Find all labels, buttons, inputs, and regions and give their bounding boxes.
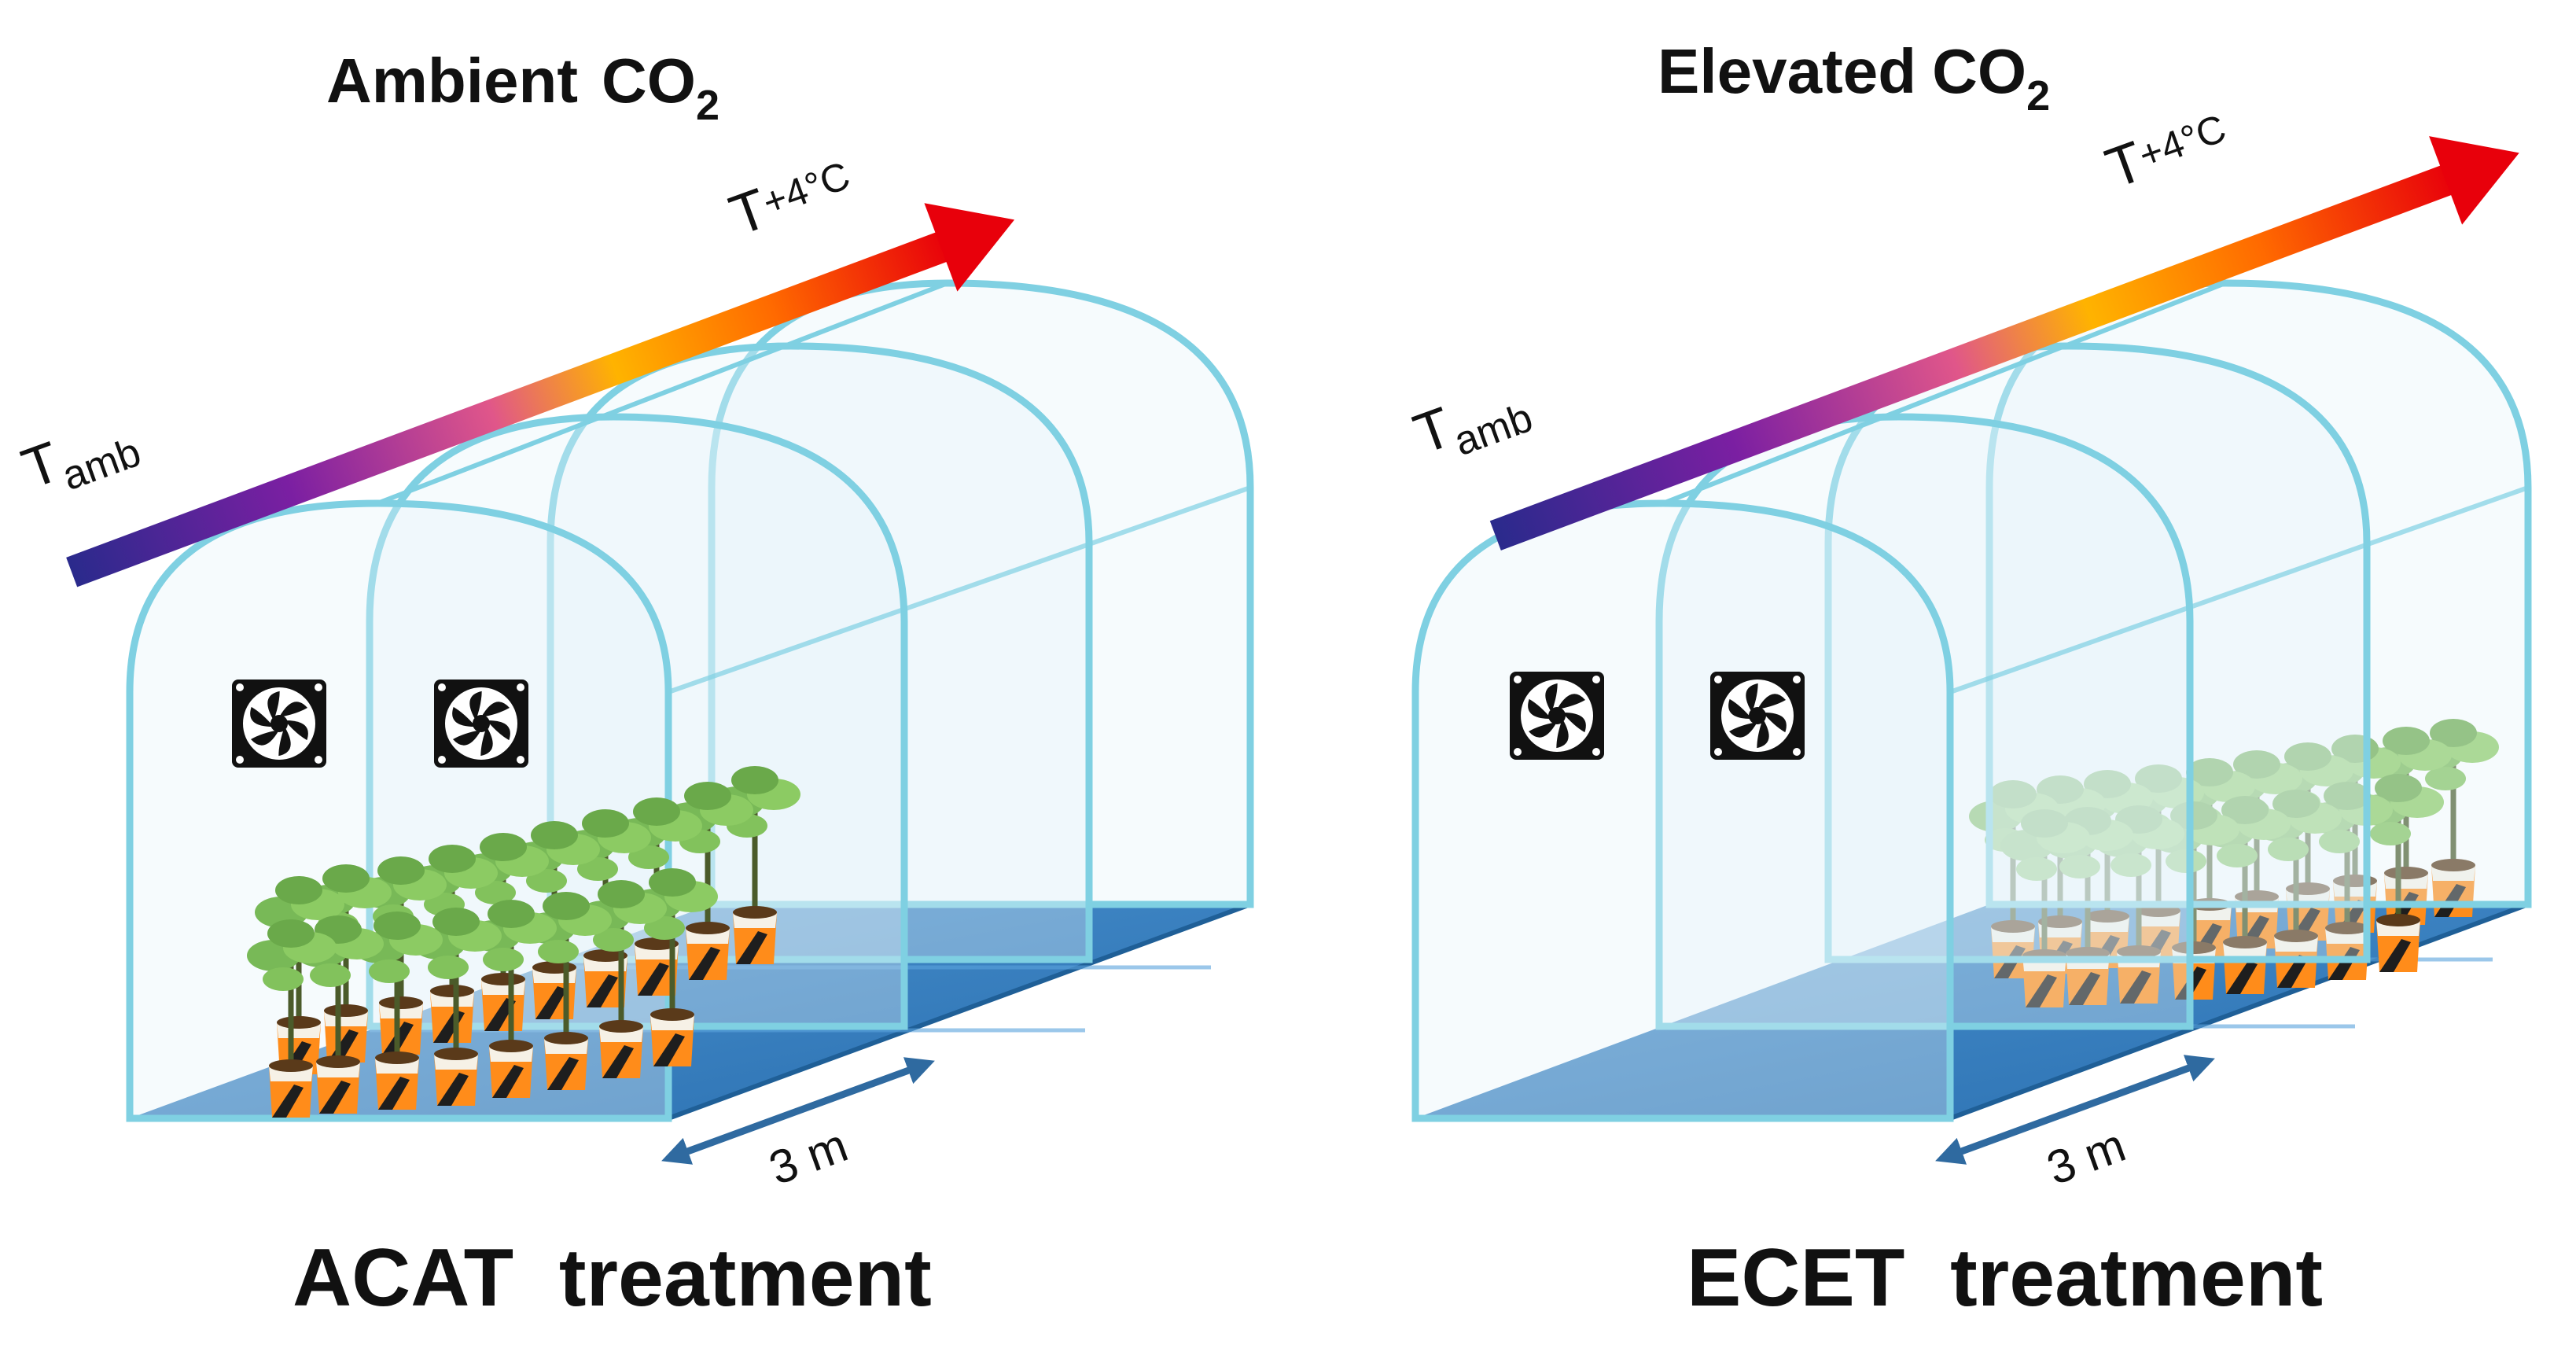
- temp-warm-label-ecet: T+4°C: [2098, 99, 2236, 201]
- fan-icon: [1510, 672, 1604, 760]
- tunnel-arches-ecet: [1411, 279, 2532, 1122]
- distance-label: 3 m: [2041, 1118, 2133, 1195]
- treatment-caption-acat: ACAT treatment: [293, 1232, 932, 1324]
- fan-icon: [434, 680, 528, 768]
- temp-ambient-label-ecet: Tamb: [1406, 368, 1539, 477]
- temperature-gradient-arrow-ecet: [1489, 136, 2519, 551]
- distance-arrow: [661, 1057, 935, 1165]
- temp-ambient-label-acat: Tamb: [14, 403, 147, 511]
- treatment-caption-ecet: ECET treatment: [1687, 1232, 2323, 1324]
- temperature-gradient-arrow-acat: [66, 203, 1015, 587]
- roof-rails-ecet: [1662, 281, 2530, 694]
- fan-icon: [232, 680, 326, 768]
- distance-arrow: [1935, 1055, 2215, 1165]
- fan-icon: [1710, 672, 1805, 760]
- distance-label: 3 m: [763, 1118, 855, 1195]
- roof-rails-acat: [376, 281, 1251, 694]
- temp-warm-label-acat: T+4°C: [722, 146, 859, 248]
